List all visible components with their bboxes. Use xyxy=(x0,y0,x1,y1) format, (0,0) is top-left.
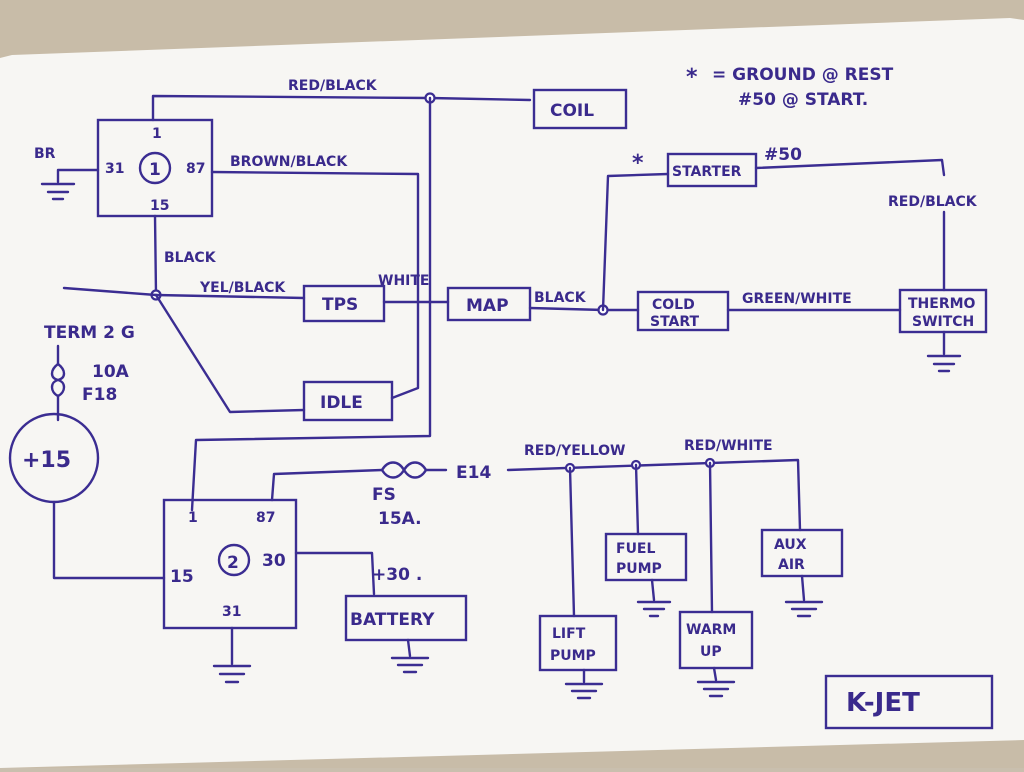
warm-up-label-2: UP xyxy=(700,644,722,660)
thermo-switch-label-2: SWITCH xyxy=(912,314,974,330)
wire-e14-bus xyxy=(506,458,802,532)
wire-starter-feed xyxy=(601,172,670,312)
label-e14: E14 xyxy=(456,463,491,483)
lift-pump-box xyxy=(538,614,618,672)
ground-symbol-battery xyxy=(390,656,430,674)
relay-1-circle xyxy=(138,151,172,185)
label-red-black-thermo: RED/BLACK xyxy=(888,194,978,210)
wire-battery-ground xyxy=(406,638,412,658)
relay-2-pin-top-left: 1 xyxy=(188,510,198,526)
lift-pump-label-1: LIFT xyxy=(552,626,586,642)
battery-label: BATTERY xyxy=(350,610,435,630)
map-label: MAP xyxy=(466,296,509,316)
coil-box xyxy=(532,88,628,130)
wire-trunk xyxy=(190,96,432,512)
wire-yel-black xyxy=(154,293,306,300)
plus15-label: +15 xyxy=(22,448,71,473)
paper-sheet xyxy=(0,18,1024,768)
relay-2-circle xyxy=(217,543,251,577)
wire-black xyxy=(153,214,158,296)
thermo-switch-label-1: THERMO xyxy=(908,296,976,312)
wire-red-black-coil xyxy=(151,94,532,122)
wire-term-stub xyxy=(62,286,158,297)
label-red-white: RED/WHITE xyxy=(684,438,773,454)
relay-2-pin-bottom: 31 xyxy=(222,604,241,620)
label-fuse-amp: 10A xyxy=(92,362,130,382)
note-star: * xyxy=(686,65,698,90)
note-line-1: = GROUND @ REST xyxy=(712,65,894,85)
aux-air-label-1: AUX xyxy=(774,537,807,553)
fuel-pump-label-2: PUMP xyxy=(616,561,662,577)
ground-symbol-lift xyxy=(564,668,604,700)
map-box xyxy=(446,286,532,322)
relay-2-pin-right: 30 xyxy=(262,551,286,571)
warm-up-label-1: WARM xyxy=(686,622,736,638)
starter-label: STARTER xyxy=(672,164,742,180)
wire-plus15-relay2 xyxy=(52,500,166,580)
ground-symbol-warm xyxy=(696,666,736,698)
label-fs-amp: 15A. xyxy=(378,509,422,529)
ground-symbol-thermo xyxy=(926,354,962,373)
label-yel-black: YEL/BLACK xyxy=(199,280,286,296)
idle-box xyxy=(302,380,394,422)
relay-1-id: 1 xyxy=(149,160,161,180)
ground-symbol-relay2 xyxy=(212,664,252,684)
cold-start-label-2: START xyxy=(650,314,700,330)
ground-symbol-br xyxy=(40,182,76,201)
label-red-yellow: RED/YELLOW xyxy=(524,443,625,459)
aux-air-label-2: AIR xyxy=(778,557,805,573)
cold-start-label-1: COLD xyxy=(652,297,695,313)
wire-starter-50 xyxy=(754,158,946,177)
relay-2-box xyxy=(162,498,298,630)
starter-pin-50: #50 xyxy=(764,145,802,165)
coil-label: COIL xyxy=(550,101,594,121)
ground-symbol-aux xyxy=(784,574,824,618)
tps-label: TPS xyxy=(322,295,358,315)
starter-star: * xyxy=(632,151,644,176)
idle-label: IDLE xyxy=(320,393,363,413)
lift-pump-label-2: PUMP xyxy=(550,648,596,664)
wire-fuel-pump xyxy=(634,463,640,536)
wire-87-fs xyxy=(270,468,384,502)
wire-warm-up xyxy=(708,461,714,614)
label-green-white: GREEN/WHITE xyxy=(742,291,852,307)
relay-2-pin-top-right: 87 xyxy=(256,510,275,526)
label-black-map: BLACK xyxy=(534,290,587,306)
wire-br xyxy=(56,168,100,184)
label-black: BLACK xyxy=(164,250,217,266)
battery-box xyxy=(344,594,468,642)
warm-up-box xyxy=(678,610,754,670)
wire-idle xyxy=(154,293,306,414)
relay-1-pin-bottom: 15 xyxy=(150,198,169,214)
wire-brown-black xyxy=(210,170,420,400)
relay-2-pin-left: 15 xyxy=(170,567,194,587)
label-red-black-top: RED/BLACK xyxy=(288,78,378,94)
battery-term-label: +30 . xyxy=(372,565,422,585)
label-white: WHITE xyxy=(378,273,429,289)
label-br: BR xyxy=(34,146,56,162)
relay-1-pin-top: 1 xyxy=(152,126,162,142)
fuel-pump-label-1: FUEL xyxy=(616,541,655,557)
relay-1-pin-right: 87 xyxy=(186,161,205,177)
title-box xyxy=(824,674,994,730)
wire-30-battery xyxy=(294,551,376,596)
relay-2-id: 2 xyxy=(227,553,239,573)
label-brown-black: BROWN/BLACK xyxy=(230,154,348,170)
tps-box xyxy=(302,284,386,323)
ground-symbol-fuel xyxy=(636,578,672,618)
fuel-pump-box xyxy=(604,532,688,582)
starter-box xyxy=(666,152,758,188)
relay-1-pin-left: 31 xyxy=(105,161,124,177)
label-fuse-id: F18 xyxy=(82,385,117,405)
title-label: K-JET xyxy=(846,688,920,718)
note-line-2: #50 @ START. xyxy=(738,90,868,110)
label-term: TERM 2 G xyxy=(44,323,135,343)
label-fs: FS xyxy=(372,485,396,505)
wire-lift-pump xyxy=(568,466,576,618)
